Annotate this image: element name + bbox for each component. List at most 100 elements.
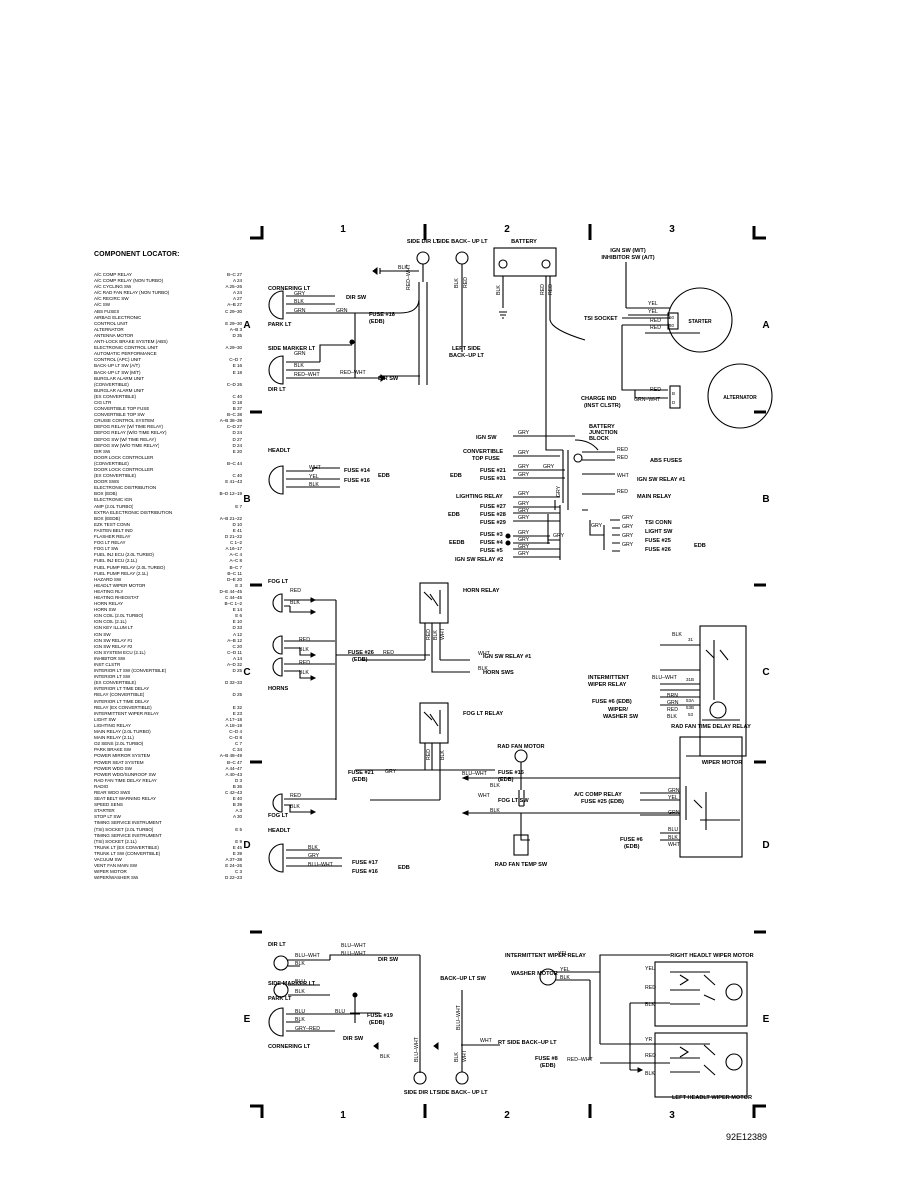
label-backup-lt-sw: BACK–UP LT SW	[440, 976, 486, 982]
locator-item-name: HAZARD SW	[94, 576, 122, 582]
locator-item-name: INTERMITTENT WIPER RELAY	[94, 710, 159, 716]
locator-item-name: DIR SW	[94, 448, 111, 454]
wire-blk-c5: BLK	[478, 666, 488, 672]
locator-item-ref: D 3	[235, 777, 242, 783]
locator-item-ref: C 1–2	[229, 540, 242, 546]
label-tsi-conn: TSI CONN	[645, 520, 672, 526]
terminal-50: 50	[669, 315, 675, 320]
locator-item-name: ELECTRONIC IGN	[94, 497, 133, 503]
locator-item-ref: A–C 4	[229, 552, 242, 558]
label-horn-sws: HORN SWS	[483, 670, 514, 676]
locator-item-name: WIPER MOTOR	[94, 869, 127, 875]
label-conv-top-2: TOP FUSE	[472, 456, 500, 462]
locator-item-ref: D 21–22	[224, 534, 242, 540]
cornering-lt-junction	[354, 299, 420, 378]
locator-item-ref: D 10	[232, 521, 242, 527]
locator-item: (EX CONVERTIBLE)C 40	[94, 473, 242, 479]
locator-item-name: LIGHTING RELAY	[94, 722, 131, 728]
locator-item-ref: A 18–19	[225, 722, 242, 728]
wire-red-a2: RED	[540, 284, 546, 295]
label-side-dir-lt-e: SIDE DIR LT	[404, 1090, 437, 1096]
locator-item-ref: B–C 11	[227, 570, 242, 576]
wire-brn-c: BRN	[667, 693, 678, 699]
label-fuse25-edb: FUSE #25 (EDB)	[581, 799, 624, 805]
wire-blk-e7: BLK	[645, 1002, 655, 1008]
wire-wht-b1: WHT	[617, 473, 630, 479]
label-headlt-b: HEADLT	[268, 448, 291, 454]
label-fuse6-d-edb: (EDB)	[624, 844, 640, 850]
wire-red-a3: RED	[548, 284, 554, 295]
grounds-e	[373, 1042, 644, 1073]
locator-item-name: FOG LT SW	[94, 546, 119, 552]
horn-relay-box	[419, 582, 449, 624]
label-dir-lt-e: DIR LT	[268, 942, 286, 948]
label-edb-b3: EDB	[448, 512, 460, 518]
horn-upper	[272, 635, 283, 655]
wire-yel-b: YEL	[309, 474, 319, 480]
locator-item-name: FUEL INJ ECU (2.0L TURBO)	[94, 552, 154, 558]
locator-item-name: (CONVERTIBLE)	[94, 460, 129, 466]
bjb-left-wires	[513, 435, 575, 558]
label-alternator: ALTERNATOR	[723, 395, 757, 401]
terminal-53: 53	[688, 712, 694, 717]
label-ign-sw: IGN SW (M/T)	[610, 248, 646, 254]
locator-item-name: ELECTRONIC CONTROL UNIT	[94, 345, 159, 351]
locator-item: RELAY (EX CONVERTIBLE)E 32	[94, 705, 242, 711]
locator-item-ref: A 44–47	[225, 765, 242, 771]
locator-item-ref: E 39	[232, 850, 242, 856]
locator-item-name: WIPER/WASHER SW	[94, 875, 139, 881]
label-int-wiper-relay-1: INTERMITTENT	[588, 675, 630, 681]
locator-item-name: PARK BRAKE SW	[94, 747, 132, 753]
locator-item: DEFOG SW (W/ TIME RELAY)D 27	[94, 437, 242, 443]
locator-item-ref: A 24	[233, 278, 242, 284]
locator-item: (CONVERTIBLE)B–C 44	[94, 461, 242, 467]
locator-item-ref: E 41	[232, 527, 242, 533]
locator-item-ref: A 24	[233, 290, 242, 296]
locator-item: INTERIOR LT TIME DELAY	[94, 699, 242, 705]
locator-item-ref: D 32–33	[224, 680, 242, 686]
headlt-b-lamp	[268, 465, 284, 495]
label-ign-sw-relay1-c: IGN SW RELAY #1	[483, 654, 531, 660]
label-ac-comp-relay: A/C COMP RELAY	[574, 792, 622, 798]
label-fuse27: FUSE #27	[480, 504, 506, 510]
wire-grn-d2: GRN	[668, 810, 680, 816]
label-edb-b2: EDB	[450, 473, 462, 479]
locator-item-ref: E 18	[232, 369, 242, 375]
locator-item: (CONVERTIBLE)C–D 26	[94, 382, 242, 388]
wire-blk-e3: BLK	[295, 1017, 305, 1023]
locator-item-ref: E 9	[235, 838, 242, 844]
locator-item: (TSI) SOCKET (2.1L)E 9	[94, 839, 242, 845]
label-fuse16-d: FUSE #16	[352, 869, 378, 875]
locator-item-ref: B–C 38	[226, 412, 242, 418]
wire-red-wht-a3: RED–WHT	[340, 370, 366, 376]
ground-symbols	[310, 267, 644, 1073]
label-park-lt-e: PARK LT	[268, 996, 292, 1002]
locator-item-ref: A 37–38	[225, 857, 242, 862]
locator-item-name: DEFOG SW (W/O TIME RELAY)	[94, 442, 160, 448]
fog-lt-upper-lamp	[272, 593, 283, 613]
locator-item-ref: A 17–18	[225, 716, 242, 722]
wire-red-wht-a: RED–WHT	[406, 264, 412, 290]
horn-relay-contacts	[423, 590, 441, 614]
locator-item: BURGLAR ALARM UNIT	[94, 376, 242, 382]
locator-item-ref: A–B 48–49	[219, 753, 242, 759]
wire-yel-e3: YEL	[645, 966, 655, 972]
locator-item-ref: A 25–26	[225, 284, 242, 290]
label-dir-sw-a2: DIR SW	[378, 376, 399, 382]
label-fuse19: FUSE #19	[367, 1013, 393, 1019]
label-charge-ind: CHARGE IND	[581, 396, 616, 402]
wire-blk-c3: BLK	[299, 670, 309, 676]
locator-item: LIGHTING RELAY A 18–19	[94, 723, 242, 729]
wire-gry-b19: GRY	[622, 533, 634, 539]
